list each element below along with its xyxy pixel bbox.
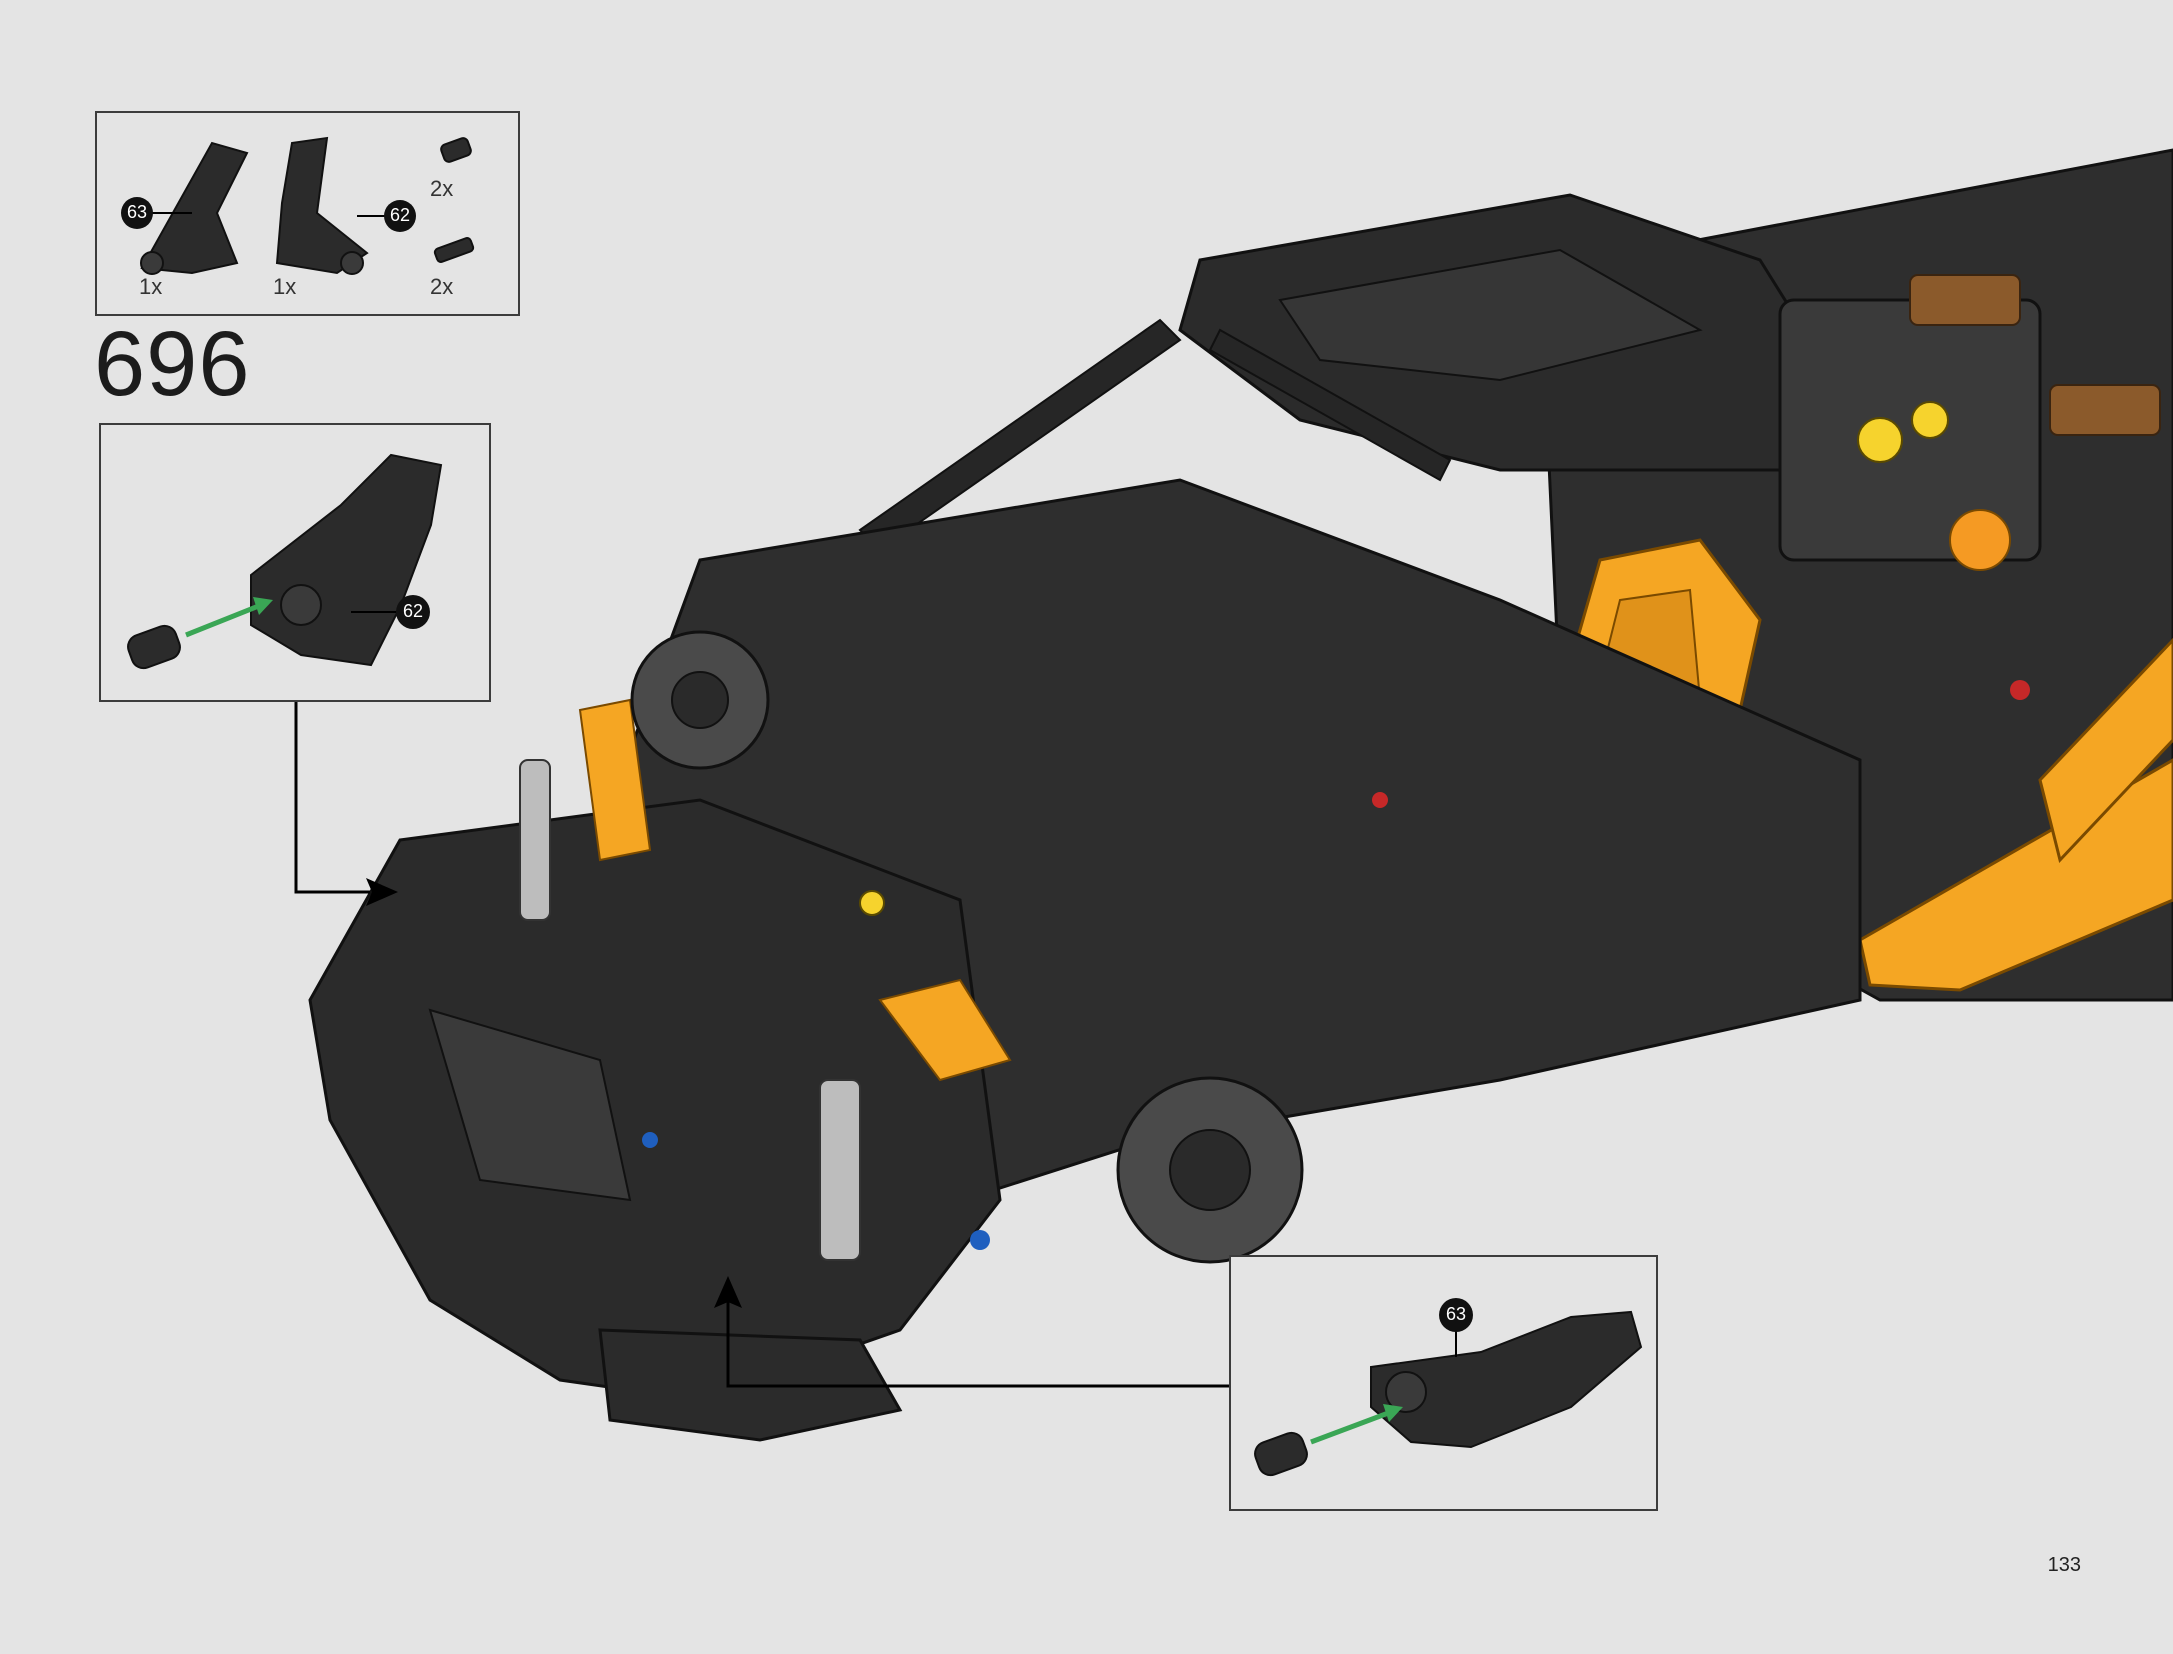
callout-63-badge (121, 197, 153, 229)
part-63-quantity: 1x (139, 274, 163, 299)
roof-panel (1278, 248, 1703, 382)
front-nose (308, 798, 1002, 1402)
axle-pin-part-image (433, 237, 475, 263)
assembly-arrow-green-lower (1310, 1409, 1392, 1445)
front-splitter (598, 1328, 903, 1442)
assembly-pin-hole-lower (1385, 1371, 1427, 1413)
parts-list-box: 63 62 1x 1x 2x 2x (95, 111, 520, 316)
part-63-pin-hole (140, 251, 164, 275)
callout-62-badge (384, 200, 416, 232)
brake-disc-rear-hub (671, 671, 729, 729)
engine-brown-part-2 (2049, 384, 2161, 436)
connector-pin-image-lower (1254, 1431, 1308, 1477)
part-62-quantity: 1x (273, 274, 297, 299)
engine-yellow-part-2 (1911, 401, 1949, 439)
callout-lower-right-art (1254, 1298, 1643, 1477)
callout-63-label-lower: 63 (1445, 1304, 1467, 1324)
orange-side-panel-upper (2038, 637, 2173, 864)
callout-62-badge-upper (396, 595, 430, 629)
connector-pin-image (127, 624, 181, 670)
engine-yellow-part (1857, 417, 1903, 463)
grey-beam-2 (819, 1079, 861, 1261)
callout-63-badge-lower (1439, 1298, 1473, 1332)
pin-part-image (440, 137, 472, 163)
red-pin (2010, 680, 2030, 700)
pin-quantity: 2x (430, 176, 454, 201)
axle-pin-quantity: 2x (430, 274, 454, 299)
callout-box-upper-left: 62 (99, 423, 491, 702)
yellow-pin (859, 890, 885, 916)
brake-disc-front-hub (1169, 1129, 1251, 1211)
grey-beam (519, 759, 551, 921)
parts-list-art (121, 136, 475, 275)
part-62-pin-hole (340, 251, 364, 275)
part-63-image (140, 141, 249, 275)
assembly-arrow-green (185, 602, 262, 638)
callout-upper-left-art (127, 453, 443, 670)
step-number: 696 (94, 313, 251, 415)
orange-strut (578, 698, 652, 862)
engine-brown-part (1909, 274, 2021, 326)
part-62-assembly-image (250, 453, 443, 667)
front-grille (428, 1008, 632, 1202)
callout-box-lower-right: 63 (1229, 1255, 1658, 1511)
orange-link (878, 978, 1012, 1082)
assembly-arrowhead-green-lower (1383, 1404, 1403, 1422)
assembly-pin-hole (280, 584, 322, 626)
part-63-assembly-image (1370, 1310, 1643, 1449)
assembly-arrowhead-green (253, 597, 273, 615)
blue-pin (642, 1132, 658, 1148)
callout-63-label: 63 (126, 202, 148, 222)
page-number: 133 (2047, 1554, 2081, 1576)
red-pin (1372, 792, 1388, 808)
callout-62-label-upper: 62 (402, 601, 424, 621)
a-pillar (1208, 328, 1452, 482)
engine-orange-gear (1949, 509, 2011, 571)
callout-62-label: 62 (389, 205, 411, 225)
blue-pin (970, 1230, 990, 1250)
